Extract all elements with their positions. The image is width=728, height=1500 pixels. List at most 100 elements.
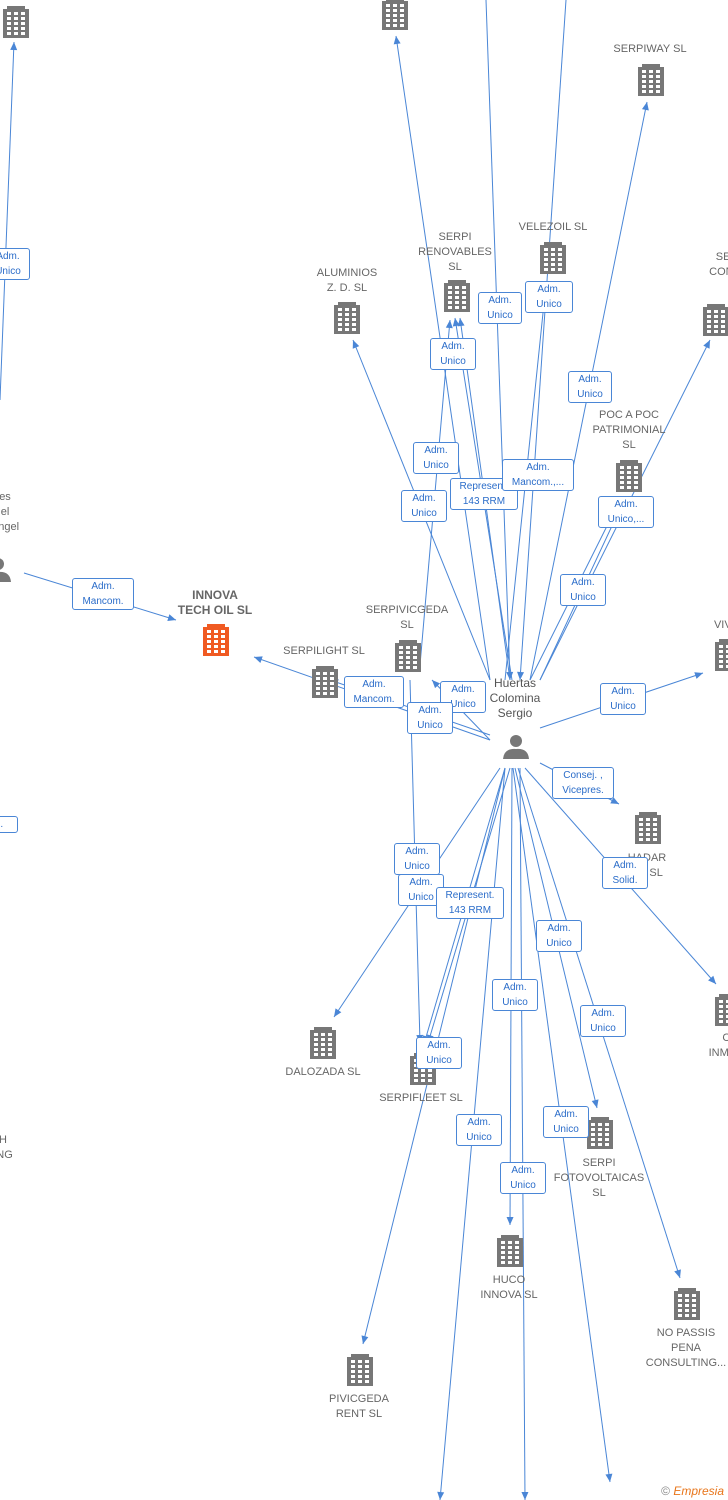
relation-badge[interactable]: Adm. Unico <box>413 442 459 474</box>
relation-badge[interactable]: Adm. Unico <box>560 574 606 606</box>
building-top <box>642 64 660 68</box>
building-icon-dalozada[interactable] <box>310 1027 336 1059</box>
building-icon-serpiway[interactable] <box>638 64 664 96</box>
arrowhead <box>703 340 710 349</box>
building-window <box>692 1314 696 1317</box>
relation-badge[interactable]: Adm. Unico <box>0 248 30 280</box>
building-window <box>400 4 404 7</box>
node-label-serpi-fotovoltaicas[interactable]: SERPI FOTOVOLTAICAS SL <box>553 1157 645 1199</box>
relation-badge[interactable]: Adm. Mancom. <box>344 676 404 708</box>
building-icon-serpi-renovables[interactable] <box>444 280 470 312</box>
building-window <box>605 1133 609 1136</box>
node-label-no-passis[interactable]: NO PASSIS PENA CONSULTING... <box>645 1327 727 1369</box>
relation-badge[interactable]: Adm. Unico,... <box>598 496 654 528</box>
building-icon-vivie[interactable] <box>715 639 728 671</box>
relation-badge[interactable]: Adm. Unico <box>456 1114 502 1146</box>
node-label-dalozada[interactable]: DALOZADA SL <box>285 1066 361 1078</box>
building-window <box>639 833 643 836</box>
relation-badge[interactable]: Adm. Unico <box>478 292 522 324</box>
building-window <box>719 665 723 668</box>
building-window <box>508 1256 512 1259</box>
building-icon-serpi-fotovoltaicas[interactable] <box>587 1117 613 1149</box>
building-window <box>551 263 555 266</box>
building-window <box>721 310 725 313</box>
building-window <box>726 665 728 668</box>
relation-badge[interactable]: Adm. Unico <box>401 490 447 522</box>
building-icon-ca-inmue[interactable] <box>715 994 728 1026</box>
building-window <box>358 1370 362 1373</box>
building-window <box>620 471 624 474</box>
relation-badge[interactable]: Adm. Unico <box>568 371 612 403</box>
building-icon-serpivicgeda[interactable] <box>395 640 421 672</box>
node-label-ca-inmue[interactable]: CA INMUEB <box>708 1032 728 1059</box>
building-icon-hadar[interactable] <box>635 812 661 844</box>
building-window <box>515 1261 519 1264</box>
building-window <box>462 291 466 294</box>
relation-badge[interactable]: Adm. Mancom. <box>72 578 134 610</box>
building-window <box>634 486 638 489</box>
relation-badge[interactable]: Adm. Unico <box>394 843 440 875</box>
relation-badge[interactable]: Adm. Unico <box>600 683 646 715</box>
building-window <box>345 323 349 326</box>
node-label-left-person-label[interactable]: es el Angel <box>0 491 20 533</box>
relation-badge[interactable]: Adm. Unico <box>416 1037 462 1069</box>
building-icon-serhu[interactable] <box>703 304 728 336</box>
node-label-huco-innova[interactable]: HUCO INNOVA SL <box>480 1274 538 1301</box>
building-window <box>649 90 653 93</box>
relation-badge[interactable]: Adm. Unico <box>543 1106 589 1138</box>
node-label-left-bottom[interactable]: H ING <box>0 1134 13 1161</box>
node-label-pivicgeda-rent[interactable]: PIVICGEDA RENT SL <box>329 1393 389 1420</box>
building-icon-velezoil[interactable] <box>540 242 566 274</box>
building-icon-huco-innova[interactable] <box>497 1235 523 1267</box>
building-window <box>692 1309 696 1312</box>
building-icon-pivicgeda-rent[interactable] <box>347 1354 373 1386</box>
building-window <box>207 645 211 648</box>
building-window <box>14 32 18 35</box>
relation-badge[interactable]: Adm. Unico <box>580 1005 626 1037</box>
node-label-serhu[interactable]: SERHU CONSULT SL <box>709 251 728 278</box>
arrowhead <box>521 1491 529 1500</box>
relation-badge[interactable]: Represent. 143 RRM <box>450 478 518 510</box>
node-label-innova-tech-oil[interactable]: INNOVA TECH OIL SL <box>177 588 253 617</box>
building-window <box>406 646 410 649</box>
building-icon-aluminios[interactable] <box>334 302 360 334</box>
relation-badge[interactable]: Adm. Unico <box>536 920 582 952</box>
building-window <box>393 24 397 27</box>
person-head <box>510 735 522 747</box>
node-label-vivie[interactable]: VIVIE <box>713 619 728 631</box>
building-window <box>214 640 218 643</box>
building-window <box>7 12 11 15</box>
relation-badge[interactable]: Adm. Solid. <box>602 857 648 889</box>
building-window <box>428 1069 432 1072</box>
building-window <box>7 22 11 25</box>
node-label-velezoil[interactable]: VELEZOIL SL <box>518 221 588 233</box>
building-icon-serpilight[interactable] <box>312 666 338 698</box>
relation-badge[interactable]: Adm. Unico <box>492 979 538 1011</box>
relation-badge[interactable]: Adm. Unico <box>407 702 453 734</box>
relation-badge[interactable]: Adm. Unico <box>500 1162 546 1194</box>
building-icon-no-passis[interactable] <box>674 1288 700 1320</box>
left-person-icon[interactable] <box>0 558 11 582</box>
building-icon-top-left-building[interactable] <box>3 6 29 38</box>
building-window <box>421 1079 425 1082</box>
node-label-aluminios[interactable]: ALUMINIOS Z. D. SL <box>316 267 378 294</box>
building-icon-innova-tech-oil[interactable] <box>203 624 229 656</box>
node-label-serpifleet[interactable]: SERPIFLEET SL <box>379 1092 463 1104</box>
building-window <box>591 1123 595 1126</box>
node-label-serpi-renovables[interactable]: SERPI RENOVABLES SL <box>418 231 492 273</box>
relation-badge[interactable]: Adm. Unico <box>430 338 476 370</box>
node-label-serpilight[interactable]: SERPILIGHT SL <box>283 645 365 657</box>
relation-badge[interactable]: Consej. , Vicepres. <box>552 767 614 799</box>
relation-badge[interactable]: Adm. Mancom.,... <box>502 459 574 491</box>
building-icon-top-building[interactable] <box>382 0 408 30</box>
node-label-serpiway[interactable]: SERPIWAY SL <box>613 43 687 55</box>
person-name[interactable]: Huertas Colomina Sergio <box>489 676 541 720</box>
node-label-poc-a-poc[interactable]: POC A POC PATRIMONIAL SL <box>592 409 666 451</box>
building-icon-poc-a-poc[interactable] <box>616 460 642 492</box>
person-icon[interactable] <box>503 735 529 759</box>
relation-badge[interactable]: n. <box>0 816 18 833</box>
node-label-serpivicgeda[interactable]: SERPIVICGEDA SL <box>365 604 449 631</box>
relation-badge[interactable]: Adm. Unico <box>525 281 573 313</box>
relation-badge[interactable]: Represent. 143 RRM <box>436 887 504 919</box>
building-window <box>719 1000 723 1003</box>
